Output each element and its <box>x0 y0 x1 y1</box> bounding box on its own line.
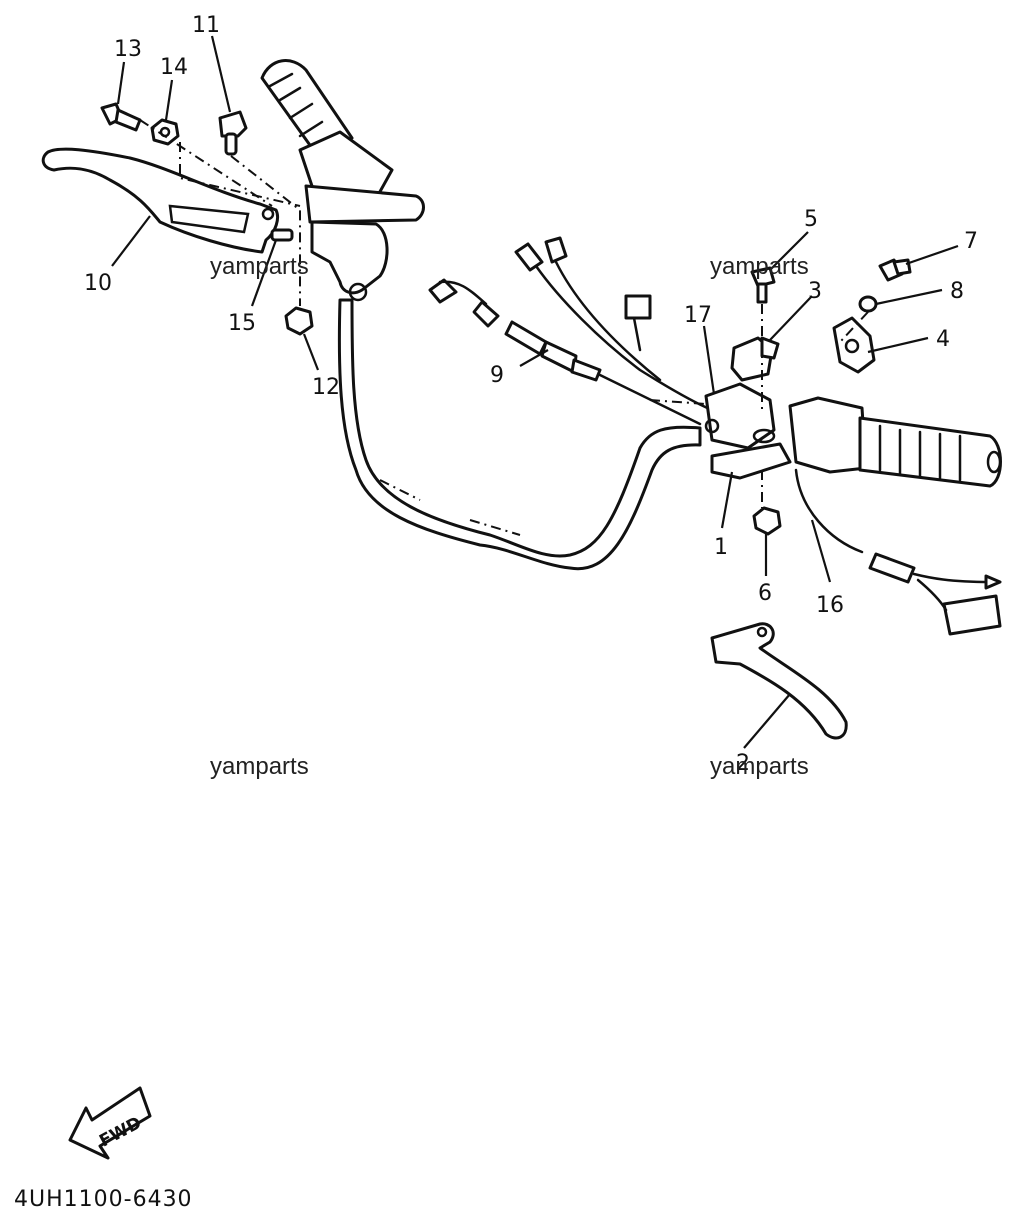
screw-5-icon <box>750 266 776 304</box>
nut-14-icon <box>150 118 180 146</box>
callout-7: 7 <box>964 229 978 254</box>
screw-7-icon <box>878 258 912 282</box>
bolt-11-icon <box>218 110 248 156</box>
callout-17: 17 <box>684 303 712 328</box>
clamp-4-icon <box>832 316 876 374</box>
callout-1: 1 <box>714 535 728 560</box>
callout-8: 8 <box>950 279 964 304</box>
pin-15-icon <box>270 228 294 242</box>
callout-13: 13 <box>114 37 142 62</box>
right-switch-icon <box>704 382 792 480</box>
callout-11: 11 <box>192 13 220 38</box>
callout-14: 14 <box>160 55 188 80</box>
callout-3: 3 <box>808 279 822 304</box>
left-lever-icon <box>41 147 280 254</box>
callout-16: 16 <box>816 593 844 618</box>
diagram-code: 4UH1100-6430 <box>14 1187 193 1212</box>
callout-12: 12 <box>312 375 340 400</box>
leader-lines <box>111 35 959 749</box>
callout-15: 15 <box>228 311 256 336</box>
callout-9: 9 <box>490 363 504 388</box>
watermark: yamparts <box>710 253 809 280</box>
left-lever-holder-icon <box>310 220 389 302</box>
switch-3-icon <box>730 336 780 382</box>
fwd-arrow-icon: FWD <box>68 1086 152 1160</box>
handlebar-icon <box>337 298 702 571</box>
nut-12-icon <box>284 306 314 336</box>
cable-16-icon <box>794 468 1002 636</box>
callout-2: 2 <box>736 751 750 776</box>
callout-5: 5 <box>804 207 818 232</box>
left-grip-icon <box>260 59 425 224</box>
callout-4: 4 <box>936 327 950 352</box>
callout-10: 10 <box>84 271 112 296</box>
wire-harness-icon <box>514 236 714 412</box>
watermark: yamparts <box>710 753 809 780</box>
washer-8-icon <box>858 295 878 313</box>
watermark: yamparts <box>210 753 309 780</box>
nut-6-icon <box>752 506 782 536</box>
watermark: yamparts <box>210 253 309 280</box>
bolt-13-icon <box>100 102 142 132</box>
right-grip-icon <box>788 396 1002 488</box>
callout-6: 6 <box>758 581 772 606</box>
right-lever-icon <box>710 622 848 740</box>
